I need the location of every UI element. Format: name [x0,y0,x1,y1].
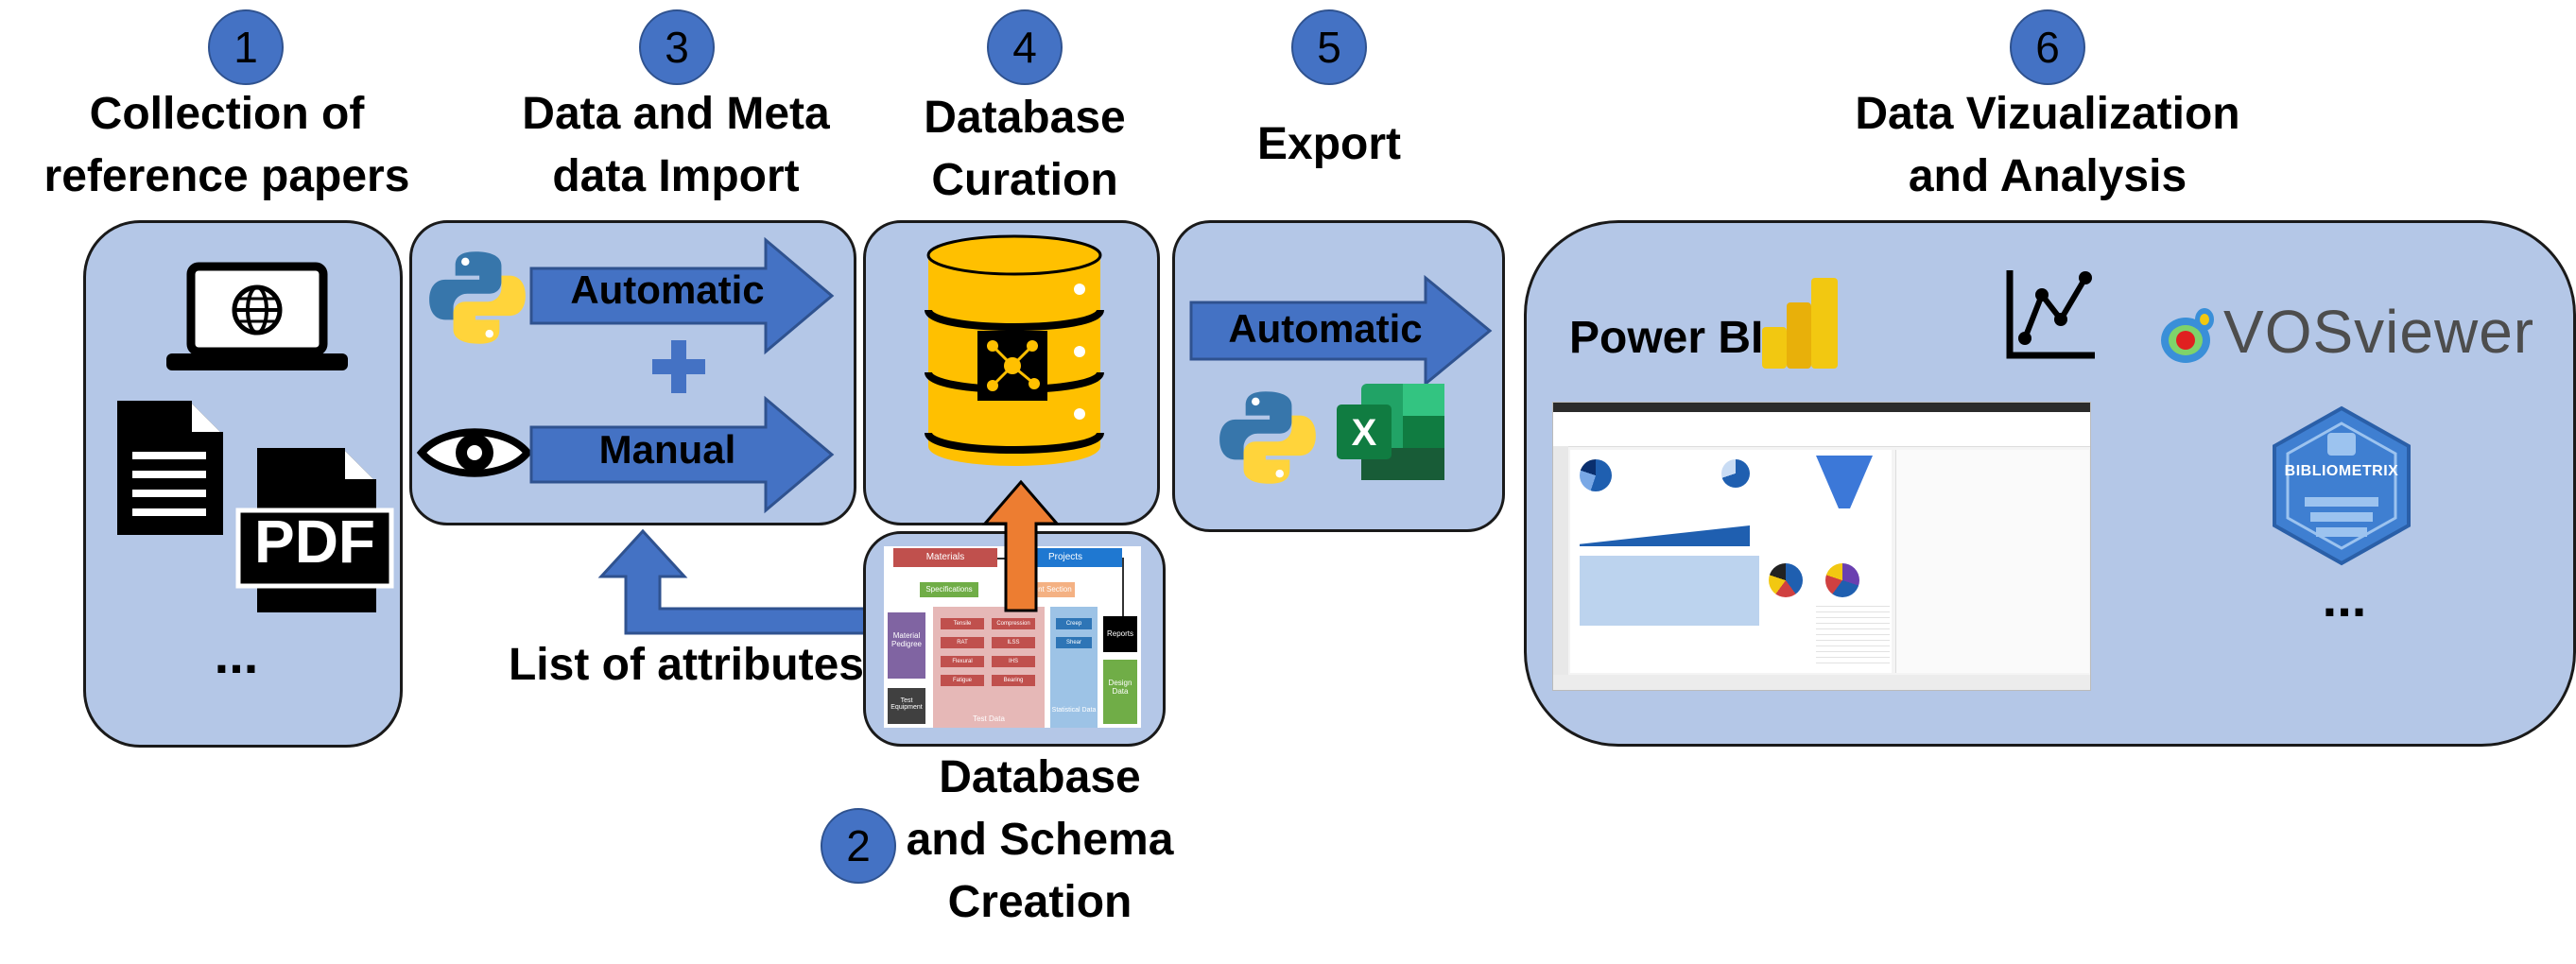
document-icon [117,401,223,535]
export-automatic-arrow [1189,274,1493,387]
step-5-badge: 5 [1291,9,1367,85]
schema-reports-box: Reports [1103,616,1137,652]
step-4-title: Database Curation [873,87,1176,212]
step-4-badge: 4 [987,9,1063,85]
step-3-title-line2: data Import [552,151,800,201]
schema-cell-7: Bearing [992,675,1035,686]
powerbi-label: Power BI [1569,313,1764,363]
step-1-title-line2: reference papers [43,151,410,201]
schema-material-pedigree-box: Material Pedigree [888,612,925,679]
dashboard-right-panes [1895,450,2089,673]
dashboard-funnel-chart [1816,456,1873,508]
step-3-title-line1: Data and Meta [522,89,830,139]
vosviewer-logo-icon [2161,308,2214,363]
step-1-title: Collection of reference papers [19,83,435,208]
collection-more-ellipsis: ... [214,625,259,684]
step-5-title: Export [1187,113,1471,176]
pdf-file-icon [235,448,394,612]
step-2-title-line3: Creation [947,877,1132,927]
dashboard-ribbon [1553,412,2090,447]
dashboard-page-tabs [1553,675,2090,690]
dashboard-bar-series [1580,525,1750,546]
schema-cell-0: Tensile [941,618,984,629]
schema-connector-line [997,558,1009,559]
schema-test-data-label: Test Data [973,714,1005,723]
schema-specifications-box: Specifications [920,582,978,597]
dashboard-left-bar [1553,446,1568,682]
schema-cell-3: ILSS [992,637,1035,648]
dashboard-titlebar [1553,403,2090,412]
feedback-label: List of attributes [508,640,864,690]
vosviewer-label: VOSviewer [2223,298,2535,366]
bibliometrix-label: BIBLIOMETRIX [2284,463,2399,479]
step-5-title-line1: Export [1256,119,1401,169]
import-manual-arrow [529,395,835,514]
dashboard-pie-chart [1580,459,1612,491]
schema-cell-8: Creep [1056,618,1092,629]
step-3-title: Data and Meta data Import [473,83,879,208]
dashboard-canvas [1570,450,1892,673]
svg-text:X: X [1352,412,1377,454]
import-automatic-label: Automatic [570,267,765,312]
pdf-label: PDF [254,508,375,576]
line-chart-icon [2006,270,2095,359]
dashboard-table [1816,601,1890,667]
export-automatic-label: Automatic [1228,306,1423,351]
schema-cell-6: Fatigue [941,675,984,686]
step-2-title-line1: Database [939,752,1141,802]
schema-cell-9: Shear [1056,637,1092,648]
step-6-title: Data Vizualization and Analysis [1811,83,2284,208]
step-4-title-line1: Database [924,93,1126,143]
powerbi-logo-icon [1762,278,1838,369]
step-2-badge: 2 [821,808,896,884]
schema-materials-box: Materials [893,548,997,567]
powerbi-dashboard-screenshot [1552,402,2091,691]
schema-test-equipment-box: Test Equipment [888,688,925,724]
python-logo-icon [429,251,526,344]
excel-logo-icon: X [1337,384,1444,480]
schema-cell-4: Flexural [941,656,984,667]
dashboard-donut-chart [1721,459,1750,488]
database-icon [925,234,1104,466]
bibliometrix-logo-icon [2273,405,2411,566]
schema-cell-2: RAT [941,637,984,648]
import-automatic-arrow [529,236,835,355]
step-2-title-line2: and Schema [906,815,1174,865]
export-panel [1172,220,1505,532]
feedback-arrow [597,528,870,635]
dashboard-map [1580,556,1759,626]
tools-more-ellipsis: ... [2322,568,2367,628]
import-manual-label: Manual [598,427,736,472]
schema-to-curation-arrow [981,479,1061,612]
step-4-title-line2: Curation [931,155,1118,205]
step-1-badge: 1 [208,9,284,85]
schema-design-data-box: Design Data [1103,660,1137,724]
eye-icon [416,428,533,477]
dashboard-pie-chart [1769,563,1803,597]
python-logo-icon [1219,391,1316,484]
schema-cell-5: IHS [992,656,1035,667]
schema-connector-line [1122,558,1124,616]
step-2-title: Database and Schema Creation [889,747,1191,934]
schema-cell-1: Compression [992,618,1035,629]
laptop-globe-icon [166,262,348,370]
step-6-title-line1: Data Vizualization [1855,89,2240,139]
step-3-badge: 3 [639,9,715,85]
schema-statistical-data-label: Statistical Data [1051,707,1097,714]
step-6-badge: 6 [2010,9,2085,85]
plus-icon [652,340,705,393]
step-6-title-line2: and Analysis [1908,151,2187,201]
step-1-title-line1: Collection of [89,89,365,139]
dashboard-pie-chart [1825,563,1859,597]
